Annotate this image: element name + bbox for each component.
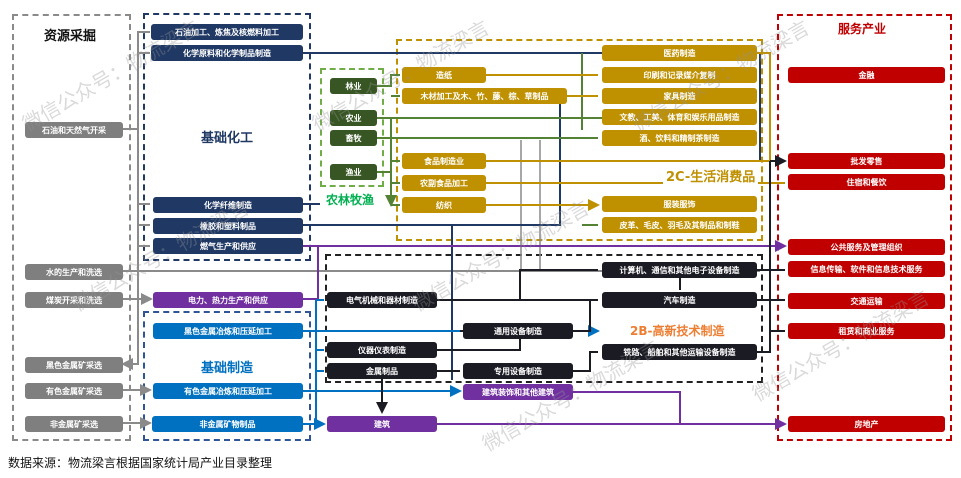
node-nonmetal-mining[interactable]: 非金属矿采选 <box>25 416 123 432</box>
node-textile[interactable]: 纺织 <box>402 197 486 213</box>
node-power-heat[interactable]: 电力、热力生产和供应 <box>153 292 303 308</box>
node-apparel[interactable]: 服装服饰 <box>602 196 757 212</box>
node-paper[interactable]: 造纸 <box>402 67 486 83</box>
node-petroleum-processing[interactable]: 石油加工、炼焦及核燃料加工 <box>151 24 303 40</box>
data-source-note: 数据来源：物流梁言根据国家统计局产业目录整理 <box>8 456 273 470</box>
node-pharma[interactable]: 医药制造 <box>602 45 757 61</box>
node-ferrous-smelting[interactable]: 黑色金属冶炼和压延加工 <box>153 323 303 339</box>
consumer-group-title: 2C-生活消费品 <box>663 166 759 185</box>
node-chemical-fiber[interactable]: 化学纤维制造 <box>153 197 303 213</box>
node-fishery[interactable]: 渔业 <box>330 164 377 180</box>
node-forestry[interactable]: 林业 <box>330 78 377 94</box>
node-printing[interactable]: 印刷和记录媒介复制 <box>602 67 757 83</box>
resource-group <box>12 14 131 441</box>
node-construction[interactable]: 建筑 <box>327 416 437 432</box>
node-transport-equipment[interactable]: 铁路、船舶和其他运输设备制造 <box>602 344 757 360</box>
node-nonferrous-smelting[interactable]: 有色金属冶炼和压延加工 <box>153 383 303 399</box>
node-oil-gas-extraction[interactable]: 石油和天然气开采 <box>25 122 123 138</box>
node-special-equipment[interactable]: 专用设备制造 <box>463 363 573 379</box>
node-wholesale-retail[interactable]: 批发零售 <box>788 153 945 169</box>
node-real-estate[interactable]: 房地产 <box>788 416 945 432</box>
node-transportation[interactable]: 交通运输 <box>788 293 945 309</box>
node-metal-products[interactable]: 金属制品 <box>327 363 437 379</box>
node-public-services[interactable]: 公共服务及管理组织 <box>788 239 945 255</box>
node-culture-sports[interactable]: 文教、工美、体育和娱乐用品制造 <box>602 109 757 125</box>
node-agriculture[interactable]: 农业 <box>330 110 377 126</box>
node-computer-electronics[interactable]: 计算机、通信和其他电子设备制造 <box>602 262 757 278</box>
node-electrical[interactable]: 电气机械和器材制造 <box>327 292 437 308</box>
node-leasing-business[interactable]: 租赁和商业服务 <box>788 323 945 339</box>
node-nonmetal-products[interactable]: 非金属矿物制品 <box>152 416 303 432</box>
node-chemical-materials[interactable]: 化学原料和化学制品制造 <box>151 45 303 61</box>
node-leather[interactable]: 皮革、毛皮、羽毛及其制品和制鞋 <box>602 217 757 233</box>
node-ferrous-mining[interactable]: 黑色金属矿采选 <box>25 357 123 373</box>
node-wood-processing[interactable]: 木材加工及木、竹、藤、棕、草制品 <box>402 88 567 104</box>
node-gas-supply[interactable]: 燃气生产和供应 <box>153 238 303 254</box>
node-finance[interactable]: 金融 <box>788 67 945 83</box>
node-instruments[interactable]: 仪器仪表制造 <box>327 342 437 358</box>
node-furniture[interactable]: 家具制造 <box>602 88 757 104</box>
service-group-title: 服务产业 <box>838 22 887 36</box>
node-building-decoration[interactable]: 建筑装饰和其他建筑 <box>463 384 573 400</box>
node-food-mfg[interactable]: 食品制造业 <box>402 153 486 169</box>
node-rubber-plastic[interactable]: 橡胶和塑料制品 <box>153 218 303 234</box>
hightech-group <box>325 254 763 383</box>
node-hospitality[interactable]: 住宿和餐饮 <box>788 174 945 190</box>
chem-group-title: 基础化工 <box>201 131 254 146</box>
node-livestock[interactable]: 畜牧 <box>330 130 377 146</box>
service-group <box>777 14 952 441</box>
agri-group-title: 农林牧渔 <box>326 193 375 207</box>
node-general-equipment[interactable]: 通用设备制造 <box>463 323 573 339</box>
hightech-group-title: 2B-高新技术制造 <box>630 324 725 338</box>
consumer-group <box>396 39 763 241</box>
node-coal[interactable]: 煤炭开采和洗选 <box>25 292 123 308</box>
node-automobile[interactable]: 汽车制造 <box>602 292 757 308</box>
node-it-services[interactable]: 信息传输、软件和信息技术服务 <box>788 261 945 277</box>
node-beverage[interactable]: 酒、饮料和精制茶制造 <box>602 130 757 146</box>
basic-mfg-group <box>143 311 311 441</box>
agri-group <box>320 68 384 187</box>
node-nonferrous-mining[interactable]: 有色金属矿采选 <box>25 383 123 399</box>
node-water[interactable]: 水的生产和洗选 <box>25 264 123 280</box>
chem-group <box>143 13 311 261</box>
resource-group-title: 资源采掘 <box>44 29 97 44</box>
node-agri-food-processing[interactable]: 农副食品加工 <box>402 175 486 191</box>
basic-mfg-group-title: 基础制造 <box>201 361 254 376</box>
